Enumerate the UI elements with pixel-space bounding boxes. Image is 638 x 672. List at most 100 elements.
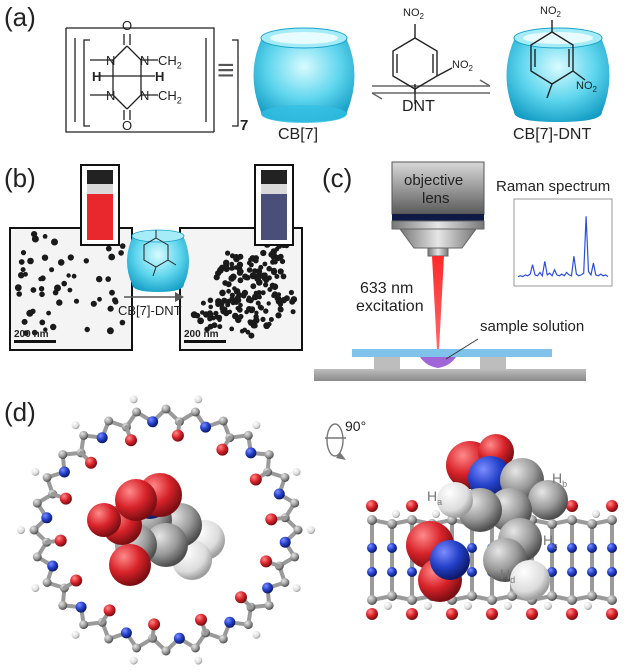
nanoparticle xyxy=(38,276,43,282)
oxygen-atom xyxy=(486,608,498,620)
nanoparticle xyxy=(262,261,268,267)
nitrogen-atom xyxy=(120,627,132,639)
nanoparticle xyxy=(289,298,296,305)
nitrogen-atom xyxy=(262,582,274,594)
nanoparticle xyxy=(242,273,249,280)
oxygen-atom xyxy=(606,608,618,620)
nitrogen-atom xyxy=(173,632,185,644)
complex-no2-top: NO2 xyxy=(540,5,561,20)
nanoparticle xyxy=(233,288,241,295)
h-b-label: Hb xyxy=(552,470,568,489)
carbon-atom xyxy=(132,407,142,417)
excitation-line1: 633 nm xyxy=(360,280,414,297)
nanoparticle xyxy=(56,299,63,306)
nanoparticle xyxy=(270,268,278,276)
carbon-atom xyxy=(387,591,397,601)
nitrogen-atom xyxy=(200,421,212,433)
panel-c-letter: (c) xyxy=(322,163,353,193)
nanoparticle xyxy=(248,257,253,263)
nanoparticle xyxy=(109,289,115,296)
hydrogen-atom xyxy=(384,602,392,610)
carbon-atom xyxy=(367,595,377,605)
nanoparticle xyxy=(106,327,114,335)
equivalence-symbol: ≡ xyxy=(217,54,235,87)
nanoparticle xyxy=(241,289,249,297)
oxygen-atom xyxy=(125,434,137,447)
carbon-atom xyxy=(407,515,417,525)
repeat-subscript: 7 xyxy=(240,117,249,134)
nanoparticle xyxy=(54,284,61,292)
nanoparticle xyxy=(119,243,126,249)
dnt-guest-space-filling-side xyxy=(406,434,568,602)
nanoparticle xyxy=(267,287,273,292)
guest-label: DNT xyxy=(402,98,435,115)
nanoparticle xyxy=(235,306,241,311)
carbon-atom xyxy=(42,578,52,587)
hydrogen-atom xyxy=(292,467,301,476)
nanoparticle xyxy=(207,323,214,330)
nanoparticle xyxy=(31,329,38,336)
oxygen-atom xyxy=(366,608,378,620)
nitrogen-atom xyxy=(587,543,597,553)
carbon-atom xyxy=(507,591,517,601)
scale-label-left: 200 nm xyxy=(14,329,49,340)
nanoparticle xyxy=(26,309,34,317)
carbon-atom xyxy=(132,643,142,653)
formula-o-bottom: O xyxy=(122,118,133,133)
nitrogen-atom xyxy=(75,601,87,613)
nanoparticle xyxy=(18,259,25,265)
nanoparticle xyxy=(248,332,255,339)
nanoparticle xyxy=(263,308,269,314)
carbon-atom xyxy=(79,430,89,440)
carbon-atom xyxy=(293,525,303,535)
carbon-atom xyxy=(264,600,274,610)
nanoparticle xyxy=(23,330,29,336)
nanoparticle xyxy=(229,265,235,271)
nanoparticle xyxy=(229,261,235,267)
nanoparticle xyxy=(250,283,257,290)
nanoparticle xyxy=(49,267,55,273)
nanoparticle xyxy=(275,312,282,319)
oxygen-atom xyxy=(235,591,247,604)
nitrogen-atom xyxy=(607,567,617,577)
cb7-dnt-complex xyxy=(506,20,610,122)
nanoparticle xyxy=(107,305,114,312)
carbon-atom xyxy=(528,480,568,520)
oxygen-atom xyxy=(566,500,578,512)
nanoparticle xyxy=(266,265,273,272)
formula-n1: N xyxy=(106,53,116,68)
oxygen-atom xyxy=(171,429,184,442)
nitrogen-atom xyxy=(224,616,236,628)
nanoparticle xyxy=(235,316,242,324)
oxygen-atom xyxy=(606,500,618,512)
nanoparticle xyxy=(255,300,261,306)
nanoparticle xyxy=(249,306,256,313)
nanoparticle xyxy=(39,319,46,326)
carbon-atom xyxy=(190,407,200,417)
cb7-dnt-icon xyxy=(127,229,189,292)
panel-b-letter: (b) xyxy=(4,163,36,193)
nitrogen-atom xyxy=(607,543,617,553)
nanoparticle xyxy=(256,290,262,296)
nanoparticle xyxy=(260,249,267,257)
carbon-atom xyxy=(587,591,597,601)
nanoparticle xyxy=(203,311,210,318)
raman-spectrum-plot xyxy=(513,198,613,287)
hydrogen-atom xyxy=(194,395,203,404)
nanoparticle xyxy=(238,302,243,308)
nitrogen-atom xyxy=(245,447,257,459)
nanoparticle xyxy=(200,300,206,306)
hydrogen-atom xyxy=(464,602,472,610)
oxygen-atom xyxy=(249,473,262,486)
carbon-atom xyxy=(547,591,557,601)
hydrogen-atom xyxy=(129,395,138,404)
nanoparticle xyxy=(105,276,111,282)
complex-label: CB[7]-DNT xyxy=(513,126,592,143)
panel-a-letter: (a) xyxy=(4,2,36,32)
formula-ch2-top: CH2 xyxy=(158,53,182,71)
nanoparticle xyxy=(112,299,119,305)
scale-bar-left xyxy=(14,340,56,343)
carbon-atom xyxy=(144,523,188,567)
nitrogen-atom xyxy=(430,540,470,580)
